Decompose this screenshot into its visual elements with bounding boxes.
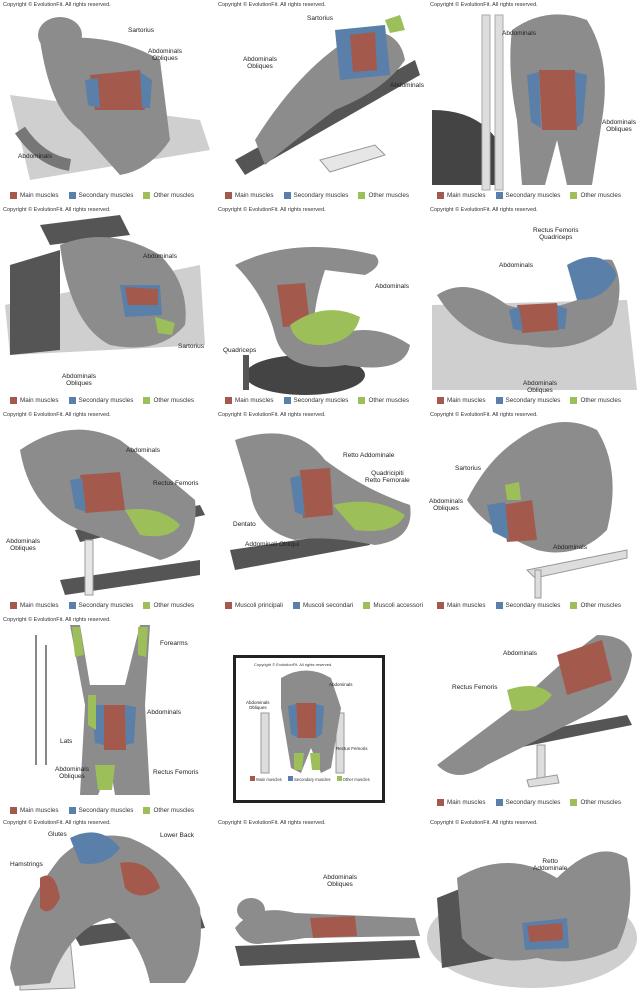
exercise-panel-14: Copyright © EvolutionFit. All rights res… [215, 818, 428, 993]
copyright-text: Copyright © EvolutionFit. All rights res… [218, 412, 326, 418]
exercise-panel-2: Copyright © EvolutionFit. All rights res… [215, 0, 428, 199]
exercise-panel-3: Copyright © EvolutionFit. All rights res… [427, 0, 640, 199]
exercise-panel-12: Abdominals Rectus Femoris Main muscles S… [427, 615, 640, 813]
copyright-text: Copyright © EvolutionFit. All rights res… [3, 207, 111, 213]
copyright-text: Copyright © EvolutionFit. All rights res… [3, 2, 111, 8]
label-glutes: Glutes [48, 831, 67, 838]
label-lower-back: Lower Back [160, 832, 194, 839]
label-abdominals: Abdominals [126, 447, 160, 454]
label-obliques: Abdominals Obliques [246, 700, 270, 710]
label-sartorius: Sartorius [178, 343, 205, 350]
legend: Main muscles Secondary muscles Other mus… [225, 192, 409, 199]
copyright-text: Copyright © EvolutionFit. All rights res… [3, 617, 111, 623]
copyright-text: Copyright © EvolutionFit. All rights res… [218, 820, 326, 826]
label-sartorius: Sartorius [455, 465, 482, 472]
label-retto-addominale: Retto Addominale [343, 452, 395, 459]
legend: Main muscles Secondary muscles Other mus… [10, 807, 194, 814]
exercise-illustration [10, 832, 205, 991]
label-sartorius: Sartorius [307, 15, 334, 22]
exercise-illustration [20, 429, 205, 596]
label-obliques: Abdominals Obliques [323, 874, 357, 888]
label-obliques: Abdominals Obliques [523, 380, 557, 394]
legend: Muscoli principali Muscoli secondari Mus… [225, 602, 423, 609]
legend: Main muscles Secondary muscles Other mus… [10, 397, 194, 404]
label-abdominals: Abdominals [499, 262, 533, 269]
label-addominali-obliqui: Addominali Obliqui [245, 541, 300, 548]
label-quadricipiti: Quadricipiti Retto Femorale [365, 470, 410, 484]
exercise-illustration [467, 422, 628, 599]
exercise-panel-7: Copyright © EvolutionFit. All rights res… [0, 410, 213, 609]
legend: Main muscles Secondary muscles Other mus… [437, 799, 621, 806]
exercise-illustration [432, 14, 605, 191]
label-rectus-femoris: Rectus Femoris [153, 769, 199, 776]
label-obliques: Abdominals Obliques [243, 56, 277, 70]
exercise-illustration [230, 433, 411, 570]
label-obliques: Abdominals Obliques [55, 766, 89, 780]
label-rectus-femoris: Rectus Femoris [452, 684, 498, 691]
label-abdominals: Abdominals [553, 544, 587, 551]
copyright-text: Copyright © EvolutionFit. All rights res… [430, 2, 538, 8]
label-abdominals: Abdominals [503, 650, 537, 657]
label-abdominals: Abdominals [143, 253, 177, 260]
legend: Main muscles Secondary muscles Other mus… [437, 602, 621, 609]
legend: Main muscles Secondary muscles Other mus… [437, 397, 621, 404]
label-forearms: Forearms [160, 640, 188, 647]
label-retto-addominale: Retto Addominale [533, 858, 568, 872]
label-abdominals: Abdominals [502, 30, 536, 37]
exercise-panel-4: Copyright © EvolutionFit. All rights res… [0, 205, 213, 404]
exercise-illustration [35, 625, 150, 795]
label-obliques: Abdominals Obliques [148, 48, 182, 62]
label-obliques: Abdominals Obliques [602, 119, 636, 133]
exercise-illustration [432, 257, 637, 390]
label-quadriceps: Quadriceps [223, 347, 257, 354]
label-abdominals: Abdominals [147, 709, 181, 716]
copyright-text: Copyright © EvolutionFit. All rights res… [3, 412, 111, 418]
exercise-panel-5: Copyright © EvolutionFit. All rights res… [215, 205, 428, 404]
copyright-text: Copyright © EvolutionFit. All rights res… [430, 820, 538, 826]
exercise-illustration [235, 247, 410, 395]
label-abdominals: Abdominals [329, 682, 353, 687]
exercise-illustration [427, 851, 637, 988]
label-rectus-femoris: Rectus Femoris Quadriceps [533, 227, 579, 241]
legend: Main muscles Secondary muscles Other mus… [10, 602, 194, 609]
copyright-text: Copyright © EvolutionFit. All rights res… [254, 662, 333, 667]
copyright-text: Copyright © EvolutionFit. All rights res… [430, 412, 538, 418]
exercise-panel-10: Copyright © EvolutionFit. All rights res… [0, 615, 213, 814]
exercise-illustration [10, 17, 210, 180]
copyright-text: Copyright © EvolutionFit. All rights res… [3, 820, 111, 826]
label-abdominals: Abdominals [390, 82, 424, 89]
exercise-illustration [235, 15, 420, 175]
mini-legend: Main muscles Secondary muscles Other mus… [250, 776, 370, 782]
copyright-text: Copyright © EvolutionFit. All rights res… [218, 2, 326, 8]
exercise-illustration [235, 898, 420, 966]
exercise-panel-15: Copyright © EvolutionFit. All rights res… [427, 818, 640, 993]
exercise-illustration [260, 670, 345, 774]
label-rectus-femoris: Rectus Femoris [336, 746, 368, 751]
copyright-text: Copyright © EvolutionFit. All rights res… [218, 207, 326, 213]
label-lats: Lats [60, 738, 73, 745]
legend: Main muscles Secondary muscles Other mus… [437, 192, 621, 199]
framed-exercise-card: Copyright © EvolutionFit. All rights res… [233, 655, 385, 803]
exercise-illustration [5, 215, 205, 355]
legend: Main muscles Secondary muscles Other mus… [10, 192, 194, 199]
label-obliques: Abdominals Obliques [429, 498, 463, 512]
exercise-panel-11: Copyright © EvolutionFit. All rights res… [215, 615, 428, 813]
exercise-illustration [437, 635, 632, 788]
label-obliques: Abdominals Obliques [6, 538, 40, 552]
label-abdominals: Abdominals [18, 153, 52, 160]
label-obliques: Abdominals Obliques [62, 373, 96, 387]
exercise-panel-1: Copyright © EvolutionFit. All rights res… [0, 0, 213, 199]
legend: Main muscles Secondary muscles Other mus… [225, 397, 409, 404]
copyright-text: Copyright © EvolutionFit. All rights res… [430, 207, 538, 213]
label-rectus-femoris: Rectus Femoris [153, 480, 199, 487]
exercise-panel-9: Copyright © EvolutionFit. All rights res… [427, 410, 640, 609]
label-sartorius: Sartorius [128, 27, 155, 34]
label-abdominals: Abdominals [375, 283, 409, 290]
label-hamstrings: Hamstrings [10, 861, 43, 868]
label-dentato: Dentato [233, 521, 256, 528]
exercise-panel-6: Copyright © EvolutionFit. All rights res… [427, 205, 640, 404]
exercise-panel-8: Copyright © EvolutionFit. All rights res… [215, 410, 428, 609]
exercise-panel-13: Copyright © EvolutionFit. All rights res… [0, 818, 213, 993]
